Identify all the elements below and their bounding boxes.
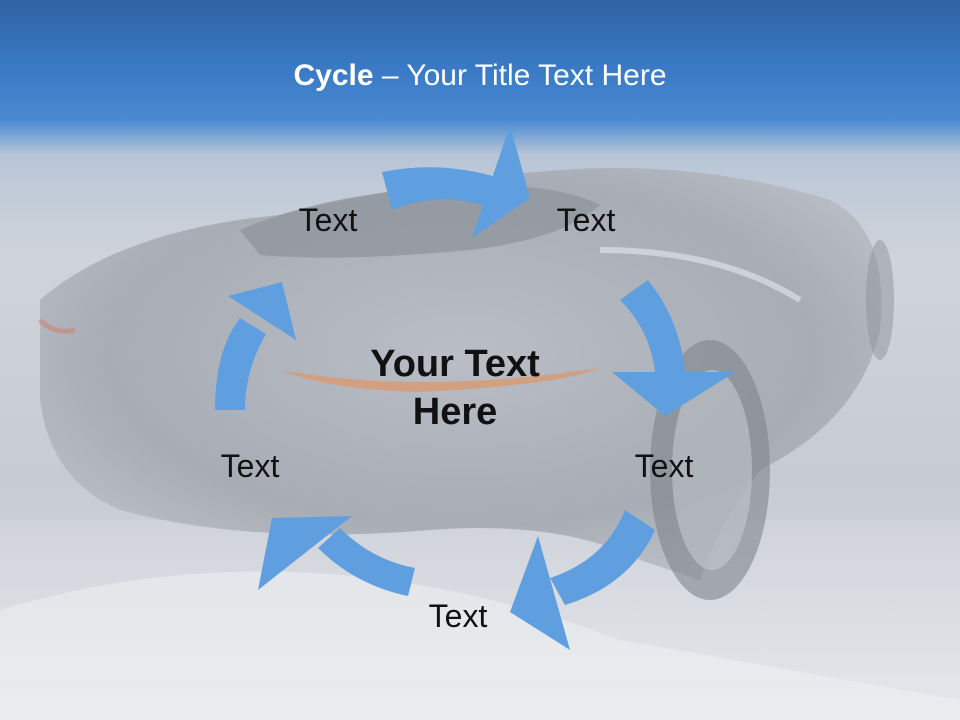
title-bold: Cycle [293, 59, 374, 92]
cycle-arrow-5 [215, 318, 266, 410]
cycle-arrow-4 [318, 528, 415, 596]
cycle-node-right: Text [634, 448, 694, 484]
cycle-arrow-3 [550, 510, 655, 605]
cycle-arrow-1-head [472, 125, 530, 238]
center-text: Your Text Here [370, 343, 540, 433]
cycle-node-top-left: Text [298, 202, 358, 238]
cycle-arrow-5-head [228, 282, 296, 340]
cycle-node-bottom: Text [428, 598, 488, 634]
cycle-arrow-1 [382, 167, 500, 210]
slide-title: Cycle – Your Title Text Here [0, 52, 960, 100]
cycle-arrow-4-head [258, 516, 352, 590]
cycle-node-top-right: Text [556, 202, 616, 238]
cycle-arrow-3-head [510, 536, 570, 650]
cycle-node-left: Text [220, 448, 280, 484]
cycle-arrow-2-head [612, 372, 735, 416]
cycle-arrow-2 [620, 280, 685, 372]
title-rest: – Your Title Text Here [373, 59, 667, 92]
